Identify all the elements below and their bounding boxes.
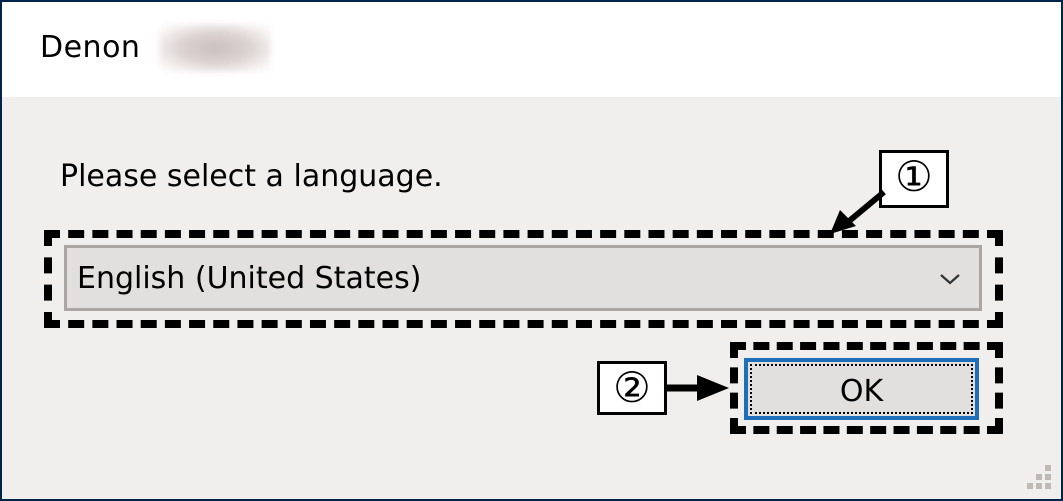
language-prompt: Please select a language.	[60, 159, 443, 194]
chevron-down-icon	[940, 274, 960, 285]
callout-marker-2: ②	[597, 361, 667, 415]
ok-button-label: OK	[839, 374, 884, 409]
focus-rectangle	[750, 364, 973, 414]
arrow-icon-callout-1	[830, 189, 886, 234]
language-select-value: English (United States)	[77, 261, 422, 296]
callout-marker-1: ①	[879, 150, 949, 208]
title-bar[interactable]: Denon	[2, 2, 1061, 97]
annotation-highlight-select	[44, 230, 1003, 328]
arrow-icon-callout-2	[667, 375, 729, 401]
annotation-highlight-ok	[730, 342, 1003, 434]
resize-grip-icon[interactable]	[1025, 463, 1053, 491]
blurred-version-text	[159, 24, 271, 72]
language-select[interactable]: English (United States)	[64, 245, 982, 311]
ok-button[interactable]: OK	[744, 358, 979, 420]
window-title: Denon	[40, 30, 141, 65]
